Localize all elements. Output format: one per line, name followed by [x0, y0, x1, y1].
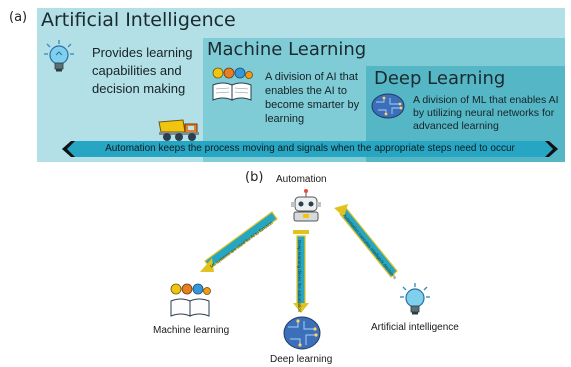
- book-gears-icon: [210, 67, 254, 108]
- robot-icon: [286, 188, 326, 227]
- brain-circuit-icon: [282, 315, 322, 356]
- dl-title: Deep Learning: [374, 68, 506, 89]
- ai-title: Artificial Intelligence: [41, 9, 236, 31]
- arrow-dl-text: Deep learning drives the automation: [297, 240, 302, 313]
- lightbulb-icon: [400, 283, 430, 322]
- dump-truck-icon: [157, 118, 201, 147]
- book-gears-icon: [168, 283, 212, 324]
- brain-circuit-icon: [370, 92, 406, 125]
- panel-a-label: (a): [9, 10, 28, 25]
- artificial-intelligence-label: Artificial intelligence: [371, 322, 459, 333]
- automation-banner: Automation keeps the process moving and …: [62, 140, 558, 158]
- machine-learning-label: Machine learning: [153, 325, 230, 336]
- automation-label: Automation: [276, 174, 327, 185]
- deep-learning-label: Deep learning: [270, 354, 333, 365]
- arrow-to-machine-learning: [200, 211, 278, 272]
- ai-description: Provides learning capabilities and decis…: [92, 45, 193, 96]
- ml-description: A division of AI that enables the AI to …: [265, 71, 360, 125]
- lightbulb-icon: [44, 40, 74, 79]
- arrow-to-deep-learning: [293, 230, 309, 313]
- arrow-to-artificial-intelligence: [334, 204, 398, 278]
- panel-b-label: (b): [245, 170, 264, 185]
- ml-title: Machine Learning: [207, 39, 367, 60]
- dl-description: A division of ML that enables AI by util…: [413, 94, 559, 132]
- banner-text: Automation keeps the process moving and …: [105, 143, 515, 154]
